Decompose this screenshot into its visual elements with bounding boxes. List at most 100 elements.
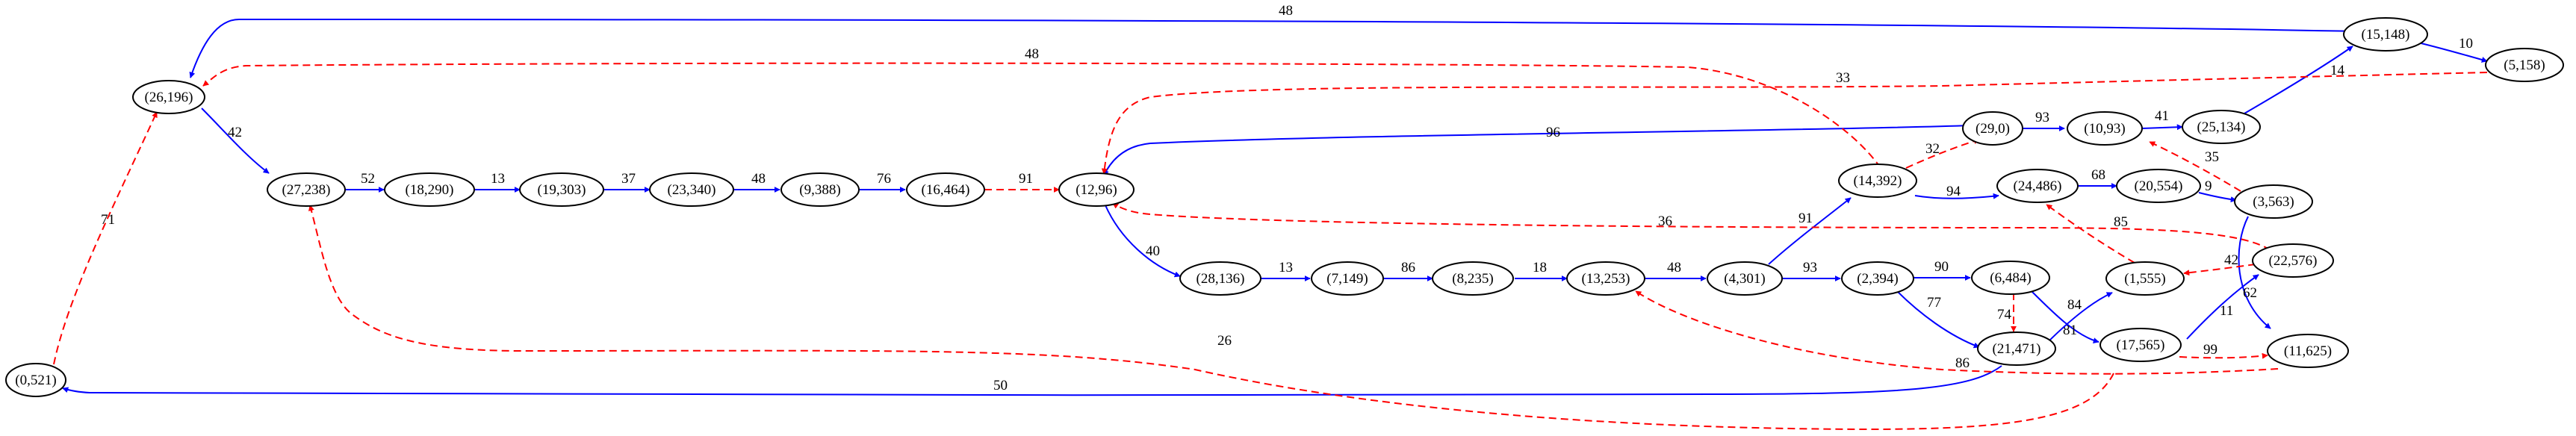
graph-node[interactable]: (18,290) [384, 172, 475, 207]
node-label: (9,388) [799, 182, 840, 198]
edge-4-301-to-2-394: 93 [1782, 260, 1841, 281]
edge-label: 90 [1934, 259, 1949, 275]
edge-label: 76 [877, 171, 891, 187]
graph-node[interactable]: (22,576) [2252, 243, 2334, 278]
node-label: (5,158) [2504, 57, 2545, 73]
edge-label: 81 [2063, 323, 2077, 338]
edge-label: 91 [1019, 171, 1033, 187]
edge-20-554-to-3-563: 9 [2198, 178, 2237, 203]
edge-3-563-to-10-93: 35 [2149, 141, 2241, 192]
graph-node[interactable]: (19,303) [519, 172, 604, 207]
node-label: (13,253) [1582, 271, 1630, 287]
edge-label: 85 [2114, 214, 2128, 230]
edge-21-471-to-1-555: 84 [2046, 292, 2113, 344]
edge-label: 14 [2330, 63, 2345, 78]
edge-6-484-to-17-565: 81 [2031, 290, 2099, 344]
edge-22-576-to-1-555: 42 [2183, 252, 2256, 276]
edge-2-394-to-6-484: 90 [1912, 259, 1971, 281]
graph-node[interactable]: (10,93) [2067, 111, 2143, 146]
edge-label: 36 [1658, 214, 1672, 229]
graph-node[interactable]: (28,136) [1179, 261, 1261, 296]
edge-label: 52 [361, 171, 375, 187]
graph-node[interactable]: (6,484) [1971, 261, 2050, 295]
graph-node[interactable]: (25,134) [2182, 110, 2261, 144]
graph-node[interactable]: (13,253) [1566, 261, 1645, 296]
edge-label: 26 [1217, 333, 1232, 349]
edge-label: 10 [2459, 36, 2473, 52]
graph-node[interactable]: (21,471) [1977, 331, 2056, 366]
graph-node[interactable]: (3,563) [2234, 184, 2313, 219]
graph-node[interactable]: (12,96) [1058, 172, 1135, 207]
node-label: (2,394) [1857, 271, 1898, 287]
edge-label: 74 [1997, 307, 2012, 323]
edge-14-392-to-26-196: 48 [202, 46, 1881, 169]
graph-node[interactable]: (15,148) [2343, 17, 2428, 52]
edge-label: 91 [1798, 211, 1813, 226]
edge-29-0-to-12-96: 96 [1103, 125, 1973, 176]
edge-label: 96 [1546, 125, 1560, 140]
graph-node[interactable]: (16,464) [906, 172, 985, 207]
node-label: (29,0) [1976, 121, 2010, 137]
edge-29-0-to-10-93: 93 [2021, 110, 2065, 131]
edge-23-340-to-9-388: 48 [733, 171, 780, 193]
graph-node[interactable]: (24,486) [1996, 169, 2079, 203]
graph-node[interactable]: (0,521) [5, 363, 66, 397]
graph-node[interactable]: (1,555) [2105, 261, 2185, 296]
graph-node[interactable]: (26,196) [132, 80, 205, 114]
node-label: (8,235) [1452, 271, 1493, 287]
graph-node[interactable]: (23,340) [649, 172, 734, 207]
edge-18-290-to-19-303: 13 [475, 171, 521, 193]
graph-node[interactable]: (8,235) [1432, 261, 1514, 296]
edge-label: 48 [1025, 46, 1039, 62]
graph-node[interactable]: (2,394) [1841, 261, 1914, 296]
edge-17-565-to-27-238: 26 [308, 205, 2114, 431]
edge-label: 40 [1146, 243, 1160, 259]
graph-node[interactable]: (9,388) [780, 172, 860, 207]
node-label: (26,196) [145, 90, 193, 105]
edges-layer: 48 10 42 52 13 37 48 76 [53, 3, 2488, 431]
edge-7-149-to-8-235: 86 [1383, 260, 1433, 281]
node-label: (14,392) [1854, 173, 1902, 189]
graph-node[interactable]: (7,149) [1311, 261, 1384, 296]
edge-24-486-to-20-554: 68 [2078, 167, 2117, 189]
edge-label: 18 [1533, 260, 1547, 275]
edge-19-303-to-23-340: 37 [603, 171, 651, 193]
graph-node[interactable]: (11,625) [2267, 334, 2349, 368]
edge-15-148-to-26-196: 48 [189, 3, 2361, 78]
edge-1-555-to-24-486: 85 [2046, 204, 2135, 264]
graph-node[interactable]: (4,301) [1707, 261, 1783, 296]
edge-0-521-to-26-196: 71 [53, 111, 158, 365]
node-label: (24,486) [2014, 178, 2062, 194]
graph-node[interactable]: (27,238) [267, 172, 346, 207]
edge-label: 86 [1955, 355, 1970, 371]
edge-label: 13 [491, 171, 505, 187]
node-label: (23,340) [668, 182, 716, 198]
graph-node[interactable]: (20,554) [2116, 169, 2201, 203]
edge-3-563-to-11-625: 62 [2238, 216, 2271, 329]
edge-22-576-to-12-96: 36 [1112, 202, 2271, 251]
node-label: (28,136) [1197, 271, 1245, 287]
edge-label: 93 [1803, 260, 1817, 275]
edge-label: 42 [2224, 252, 2238, 268]
edge-label: 62 [2243, 285, 2257, 301]
node-label: (15,148) [2362, 27, 2410, 43]
edge-label: 9 [2205, 178, 2212, 194]
edge-label: 37 [621, 171, 636, 187]
edge-label: 94 [1946, 184, 1961, 199]
node-label: (27,238) [282, 182, 331, 198]
node-label: (16,464) [922, 182, 970, 198]
edge-label: 48 [1279, 3, 1293, 19]
graph-node[interactable]: (5,158) [2485, 48, 2564, 82]
node-label: (4,301) [1724, 271, 1765, 287]
graph-node[interactable]: (29,0) [1962, 111, 2023, 146]
edge-label: 11 [2220, 303, 2233, 319]
edge-4-301-to-14-392: 91 [1768, 197, 1852, 265]
graph-node[interactable]: (17,565) [2099, 328, 2182, 362]
edge-label: 71 [101, 212, 115, 228]
node-label: (7,149) [1326, 271, 1368, 287]
edge-label: 41 [2155, 108, 2169, 124]
graph-node[interactable]: (14,392) [1838, 164, 1917, 198]
edge-10-93-to-25-134: 41 [2141, 108, 2183, 131]
edge-label: 42 [228, 125, 242, 140]
node-label: (20,554) [2135, 178, 2183, 194]
